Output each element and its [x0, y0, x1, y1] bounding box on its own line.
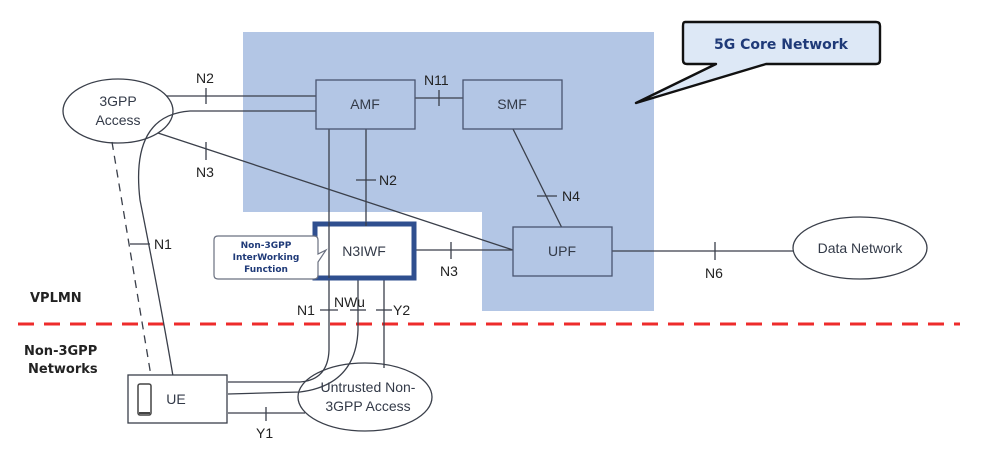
iface-label-y2: Y2: [393, 302, 410, 318]
node-3gpp-access-label-1: 3GPP: [99, 93, 136, 109]
link-n1-ue-amf: [137, 110, 316, 377]
node-n3iwf-label: N3IWF: [342, 243, 386, 259]
link-n4: [512, 128, 563, 229]
n3iwf-callout-line2: InterWorking: [233, 253, 300, 263]
link-n3-access-upf: [157, 132, 514, 251]
iface-label-n2-access: N2: [196, 70, 214, 86]
node-n3iwf[interactable]: N3IWF: [312, 221, 417, 281]
node-ue-label: UE: [166, 391, 185, 407]
smartphone-icon: [137, 383, 152, 416]
n3iwf-callout: Non-3GPP InterWorking Function: [213, 235, 328, 280]
iface-label-n3-n3iwf: N3: [440, 263, 458, 279]
node-data-network[interactable]: Data Network: [792, 216, 928, 280]
link-ue-3gpp-access-radio: [111, 141, 152, 377]
iface-label-nwu: NWu: [334, 294, 365, 310]
core-network-callout-text: 5G Core Network: [714, 37, 849, 53]
core-network-callout: 5G Core Network: [634, 20, 882, 105]
node-3gpp-access[interactable]: 3GPP Access: [62, 78, 174, 144]
node-data-network-label: Data Network: [818, 240, 904, 256]
node-3gpp-access-label-2: Access: [95, 112, 140, 128]
n3iwf-callout-line3: Function: [244, 265, 288, 275]
region-label-non3gpp-line1: Non-3GPP: [24, 344, 97, 359]
node-untrusted-non3gpp-access[interactable]: Untrusted Non- 3GPP Access: [297, 362, 433, 432]
link-n1-via-n3iwf: [228, 129, 330, 383]
iface-label-n1-ue: N1: [154, 236, 172, 252]
node-amf-label: AMF: [350, 96, 380, 112]
node-amf[interactable]: AMF: [315, 79, 416, 130]
node-untrusted-label-1: Untrusted Non-: [321, 379, 416, 395]
node-upf-label: UPF: [548, 243, 576, 259]
iface-label-n4: N4: [562, 188, 580, 204]
iface-label-n6: N6: [705, 265, 723, 281]
iface-label-n2-n3iwf: N2: [379, 172, 397, 188]
iface-label-n1-n3iwf: N1: [297, 302, 315, 318]
region-label-non3gpp-line2: Networks: [28, 362, 98, 377]
region-label-vplmn: VPLMN: [30, 291, 82, 306]
node-upf[interactable]: UPF: [512, 226, 613, 277]
interface-ticks: [130, 88, 716, 421]
node-ue[interactable]: UE: [127, 374, 228, 424]
node-untrusted-label-2: 3GPP Access: [325, 398, 410, 414]
link-nwu: [227, 278, 359, 395]
iface-label-n11: N11: [424, 72, 449, 88]
iface-label-n3-access: N3: [196, 164, 214, 180]
node-smf[interactable]: SMF: [462, 79, 563, 130]
node-smf-label: SMF: [497, 96, 527, 112]
iface-label-y1: Y1: [256, 425, 273, 441]
n3iwf-callout-line1: Non-3GPP: [241, 241, 292, 251]
